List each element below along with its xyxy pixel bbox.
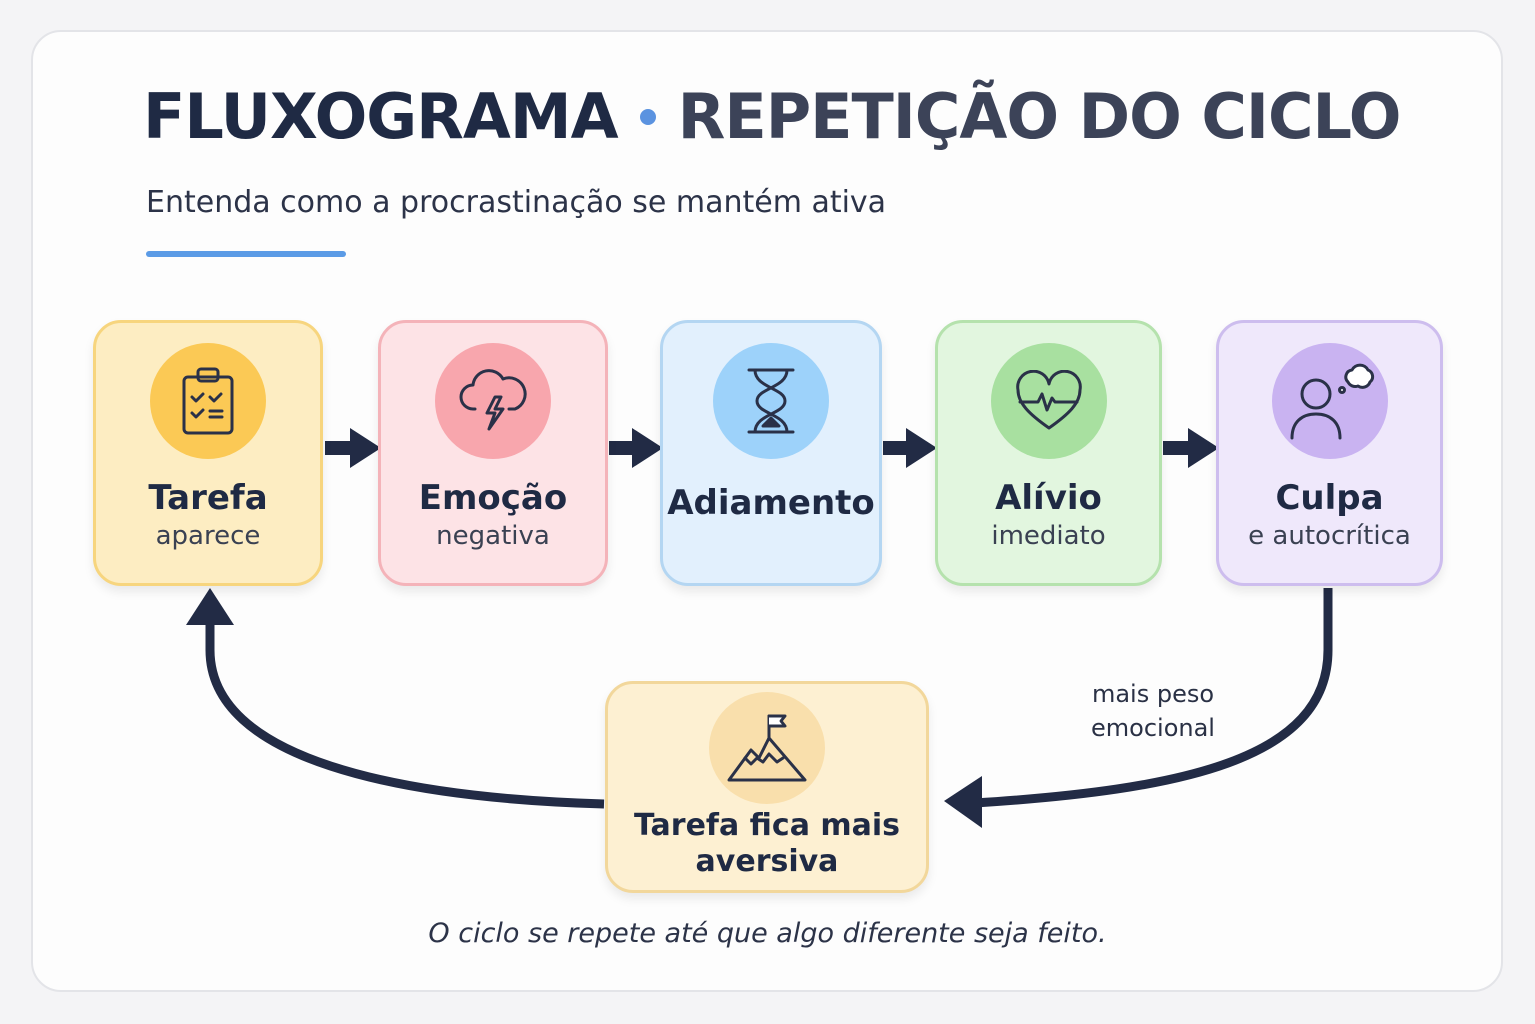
arrow-1-to-2 bbox=[325, 428, 381, 468]
hourglass-icon bbox=[713, 343, 829, 459]
loop-arrow-head-up bbox=[186, 588, 234, 625]
storm-cloud-icon bbox=[435, 343, 551, 459]
title-part-2: REPETIÇÃO DO CICLO bbox=[677, 80, 1402, 153]
node-tarefa: Tarefa aparece bbox=[93, 320, 323, 586]
person-thought-icon bbox=[1271, 343, 1388, 459]
node-label: Tarefa bbox=[148, 478, 268, 518]
title-separator-dot bbox=[639, 108, 656, 125]
loop-arrow-from-culpa bbox=[974, 588, 1333, 808]
loop-arrow-to-tarefa bbox=[205, 618, 605, 809]
node-tarefa-aversiva: Tarefa fica mais aversiva bbox=[605, 681, 929, 893]
page-subtitle: Entenda como a procrastinação se mantém … bbox=[146, 185, 887, 220]
node-alivio: Alívio imediato bbox=[935, 320, 1162, 586]
footer-caption: O ciclo se repete até que algo diferente… bbox=[428, 918, 1107, 949]
node-label: Emoção bbox=[418, 478, 568, 518]
arrow-2-to-3 bbox=[609, 428, 663, 468]
mountain-flag-icon bbox=[709, 692, 825, 804]
title-part-1: FLUXOGRAMA bbox=[143, 80, 619, 153]
node-label: Alívio bbox=[995, 478, 1102, 518]
arrow-3-to-4 bbox=[883, 428, 937, 468]
node-label: Adiamento bbox=[667, 483, 875, 523]
node-sublabel: e autocrítica bbox=[1248, 521, 1411, 551]
node-sublabel: negativa bbox=[436, 521, 550, 551]
loop-arrow-head-right bbox=[944, 776, 982, 828]
node-culpa: Culpa e autocrítica bbox=[1216, 320, 1443, 586]
node-label: Tarefa fica mais aversiva bbox=[633, 808, 901, 879]
arrow-4-to-5 bbox=[1163, 428, 1219, 468]
node-sublabel: imediato bbox=[991, 521, 1106, 551]
heart-pulse-icon bbox=[990, 343, 1107, 459]
node-adiamento: Adiamento bbox=[660, 320, 882, 586]
title-underline bbox=[146, 251, 346, 257]
node-sublabel: aparece bbox=[155, 521, 261, 551]
node-emocao: Emoção negativa bbox=[378, 320, 608, 586]
loop-note: mais peso emocional bbox=[1091, 680, 1215, 742]
node-label: Culpa bbox=[1275, 478, 1384, 518]
clipboard-checklist-icon bbox=[150, 343, 266, 459]
